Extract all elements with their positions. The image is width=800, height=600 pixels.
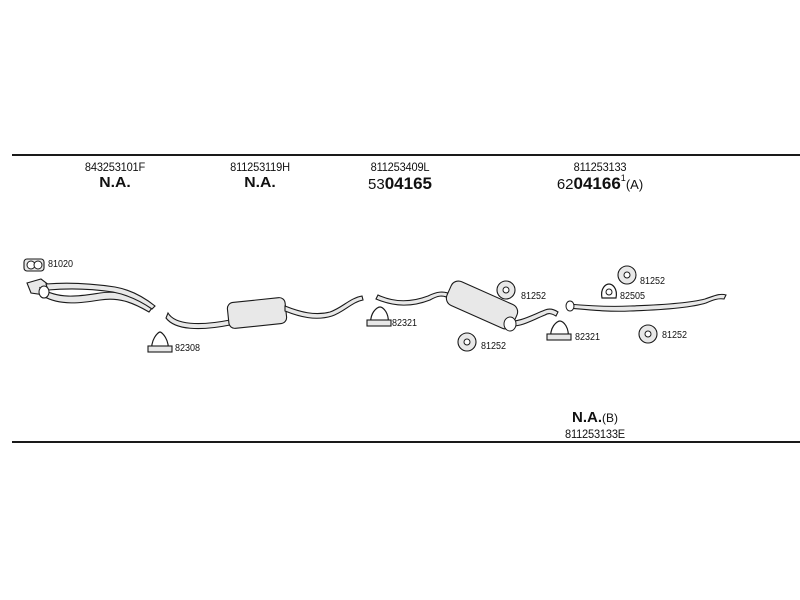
- part-number: 811253119H: [230, 160, 290, 174]
- variant-suffix: (B): [602, 411, 618, 425]
- rubber-mount-label: 81252: [521, 291, 547, 302]
- bottom-divider: [12, 441, 800, 443]
- ref-code-superscript: 1: [620, 173, 626, 183]
- rubber-mount-icon: [638, 324, 658, 344]
- ref-code-suffix: (A): [625, 177, 644, 192]
- clamp-label: 82308: [175, 343, 201, 354]
- clamp-icon: [147, 331, 173, 353]
- column-front-pipe: 843253101F N.A.: [60, 160, 170, 191]
- status-label: N.A.: [244, 174, 276, 191]
- rubber-mount-label: 81252: [662, 330, 688, 341]
- part-number: 811253409L: [370, 160, 430, 174]
- variant-b-block: N.A.(B) 811253133E: [545, 409, 645, 441]
- clamp-icon: [366, 306, 392, 327]
- ref-code: 62041661(A): [540, 173, 660, 194]
- rubber-mount-label: 81252: [640, 276, 666, 287]
- rubber-mount-icon: [617, 265, 637, 285]
- column-rear-pipe: 811253133 62041661(A): [540, 160, 660, 194]
- clamp-label: 82321: [392, 318, 418, 329]
- ref-code-prefix: 53: [368, 176, 385, 193]
- front-silencer-icon: [165, 295, 364, 330]
- rubber-mount-icon: [457, 332, 477, 352]
- ref-code: 5304165: [340, 174, 460, 194]
- rear-pipe-icon: [565, 293, 727, 312]
- ref-code-prefix: 62: [556, 176, 574, 193]
- part-number: 811253133E: [565, 427, 625, 441]
- column-middle-silencer: 811253409L 5304165: [340, 160, 460, 194]
- column-front-silencer: 811253119H N.A.: [200, 160, 320, 191]
- gasket-label: 81020: [48, 259, 74, 270]
- clamp-label: 82321: [575, 332, 601, 343]
- status-label: N.A.: [572, 409, 602, 426]
- rubber-mount-icon: [496, 280, 516, 300]
- rubber-mount-label: 81252: [481, 341, 507, 352]
- ref-code-main: 04166: [573, 174, 621, 193]
- front-pipe-icon: [26, 278, 156, 313]
- top-divider: [12, 154, 800, 156]
- clamp-icon: [546, 320, 572, 341]
- part-number: 843253101F: [84, 160, 146, 174]
- hanger-icon: [601, 283, 617, 299]
- part-number: 811253133: [573, 160, 627, 174]
- gasket-icon: [23, 258, 45, 272]
- hanger-label: 82505: [620, 291, 646, 302]
- middle-silencer-icon: [375, 280, 559, 332]
- ref-code-main: 04165: [384, 174, 432, 193]
- status-label: N.A.: [99, 174, 131, 191]
